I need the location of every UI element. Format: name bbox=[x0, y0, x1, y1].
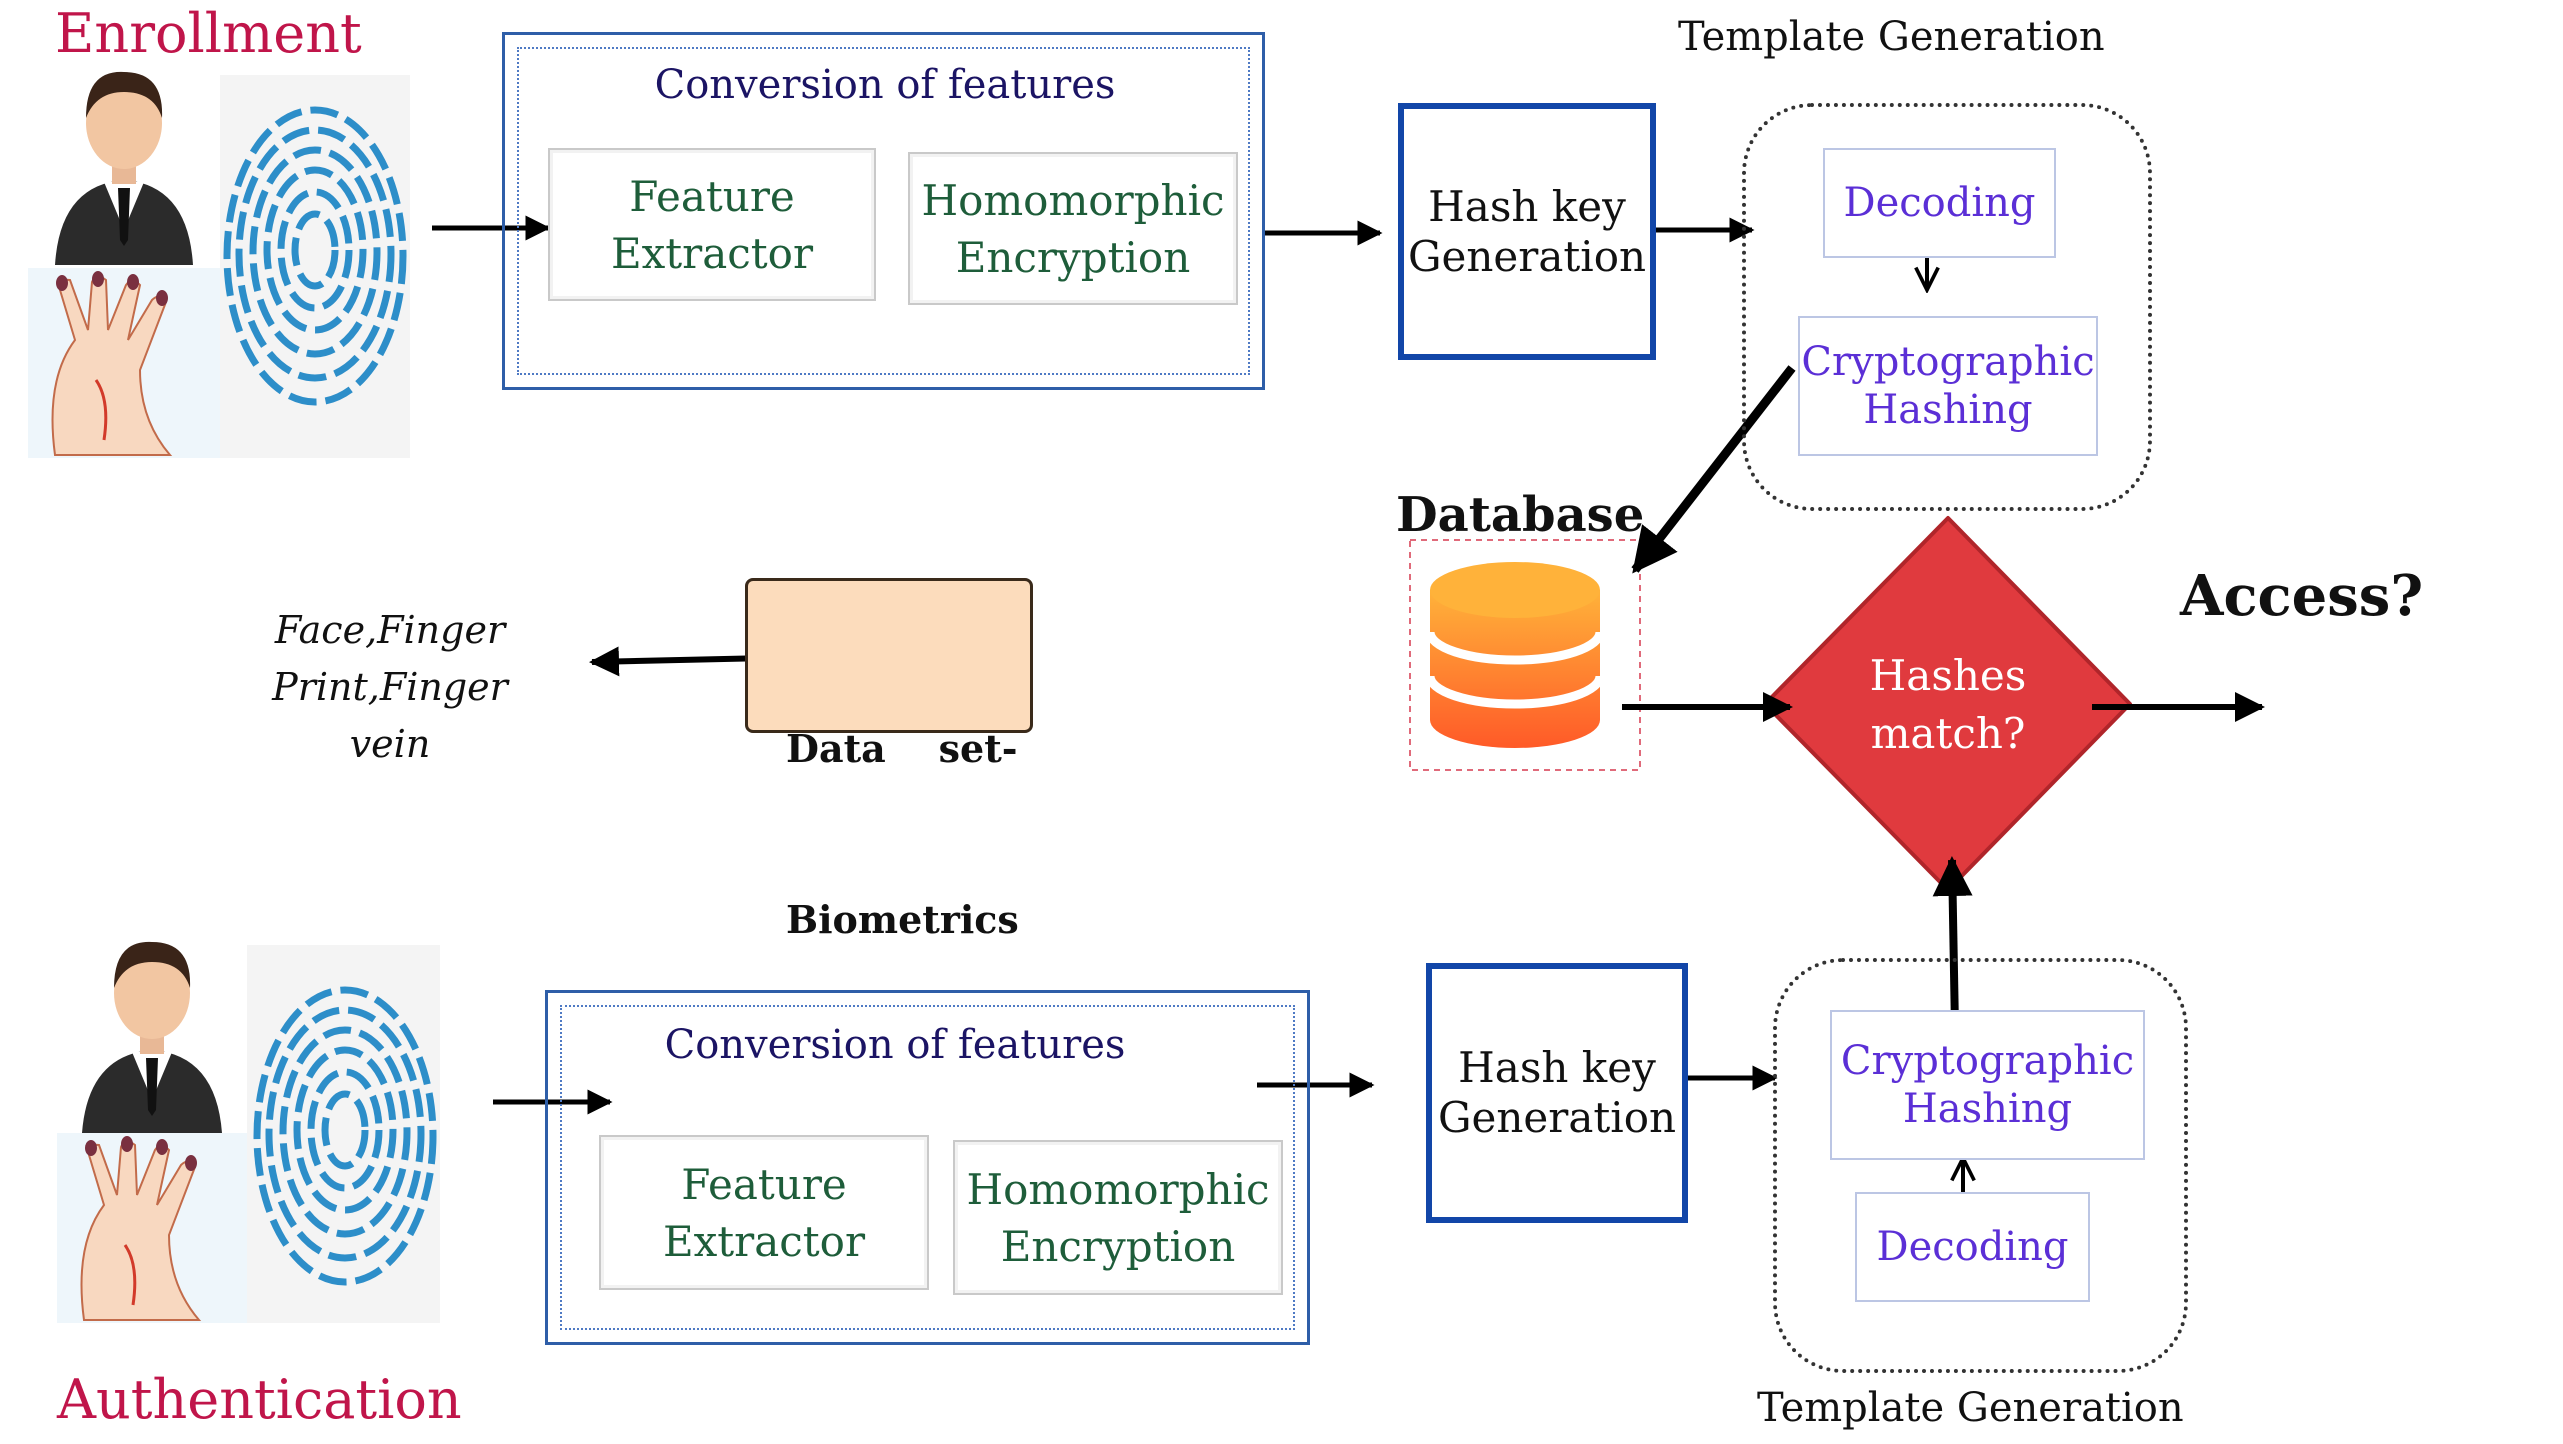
crypto-line1: Cryptographic bbox=[1840, 1038, 2135, 1084]
arrow-dataset-to-types bbox=[589, 646, 771, 677]
enrollment-conversion-title: Conversion of features bbox=[654, 62, 1116, 108]
hashes-line2: match? bbox=[1870, 709, 2026, 758]
hash-key-line2: Generation bbox=[1407, 231, 1647, 281]
hash-key-line2: Generation bbox=[1437, 1093, 1677, 1142]
enrollment-homomorphic-encryption: Homomorphic Encryption bbox=[908, 152, 1238, 305]
enrollment-title: Enrollment bbox=[55, 2, 362, 65]
database-icon bbox=[1409, 539, 1641, 771]
homomorphic-line2: Encryption bbox=[1000, 1221, 1236, 1271]
authentication-conversion-panel bbox=[545, 990, 1310, 1345]
dataset-biometrics-box: Data set- Biometrics bbox=[745, 578, 1033, 942]
feature-extractor-line2: Extractor bbox=[610, 228, 814, 278]
feature-extractor-line2: Extractor bbox=[662, 1216, 866, 1266]
database-label: Database bbox=[1396, 487, 1645, 543]
hashes-line1: Hashes bbox=[1869, 651, 2027, 700]
hand-icon bbox=[28, 268, 220, 458]
authentication-decoding: Decoding bbox=[1855, 1192, 2090, 1302]
biometric-types: Face,Finger Print,Finger vein bbox=[230, 602, 550, 773]
hashes-match-text: Hashes match? bbox=[1790, 615, 2106, 795]
homomorphic-line2: Encryption bbox=[955, 232, 1191, 282]
hash-key-line1: Hash key bbox=[1458, 1043, 1656, 1092]
homomorphic-line1: Homomorphic bbox=[921, 175, 1225, 225]
homomorphic-line1: Homomorphic bbox=[966, 1164, 1270, 1214]
crypto-line2: Hashing bbox=[1902, 1086, 2073, 1132]
feature-extractor-line1: Feature bbox=[629, 171, 795, 221]
authentication-homomorphic-encryption: Homomorphic Encryption bbox=[953, 1140, 1283, 1295]
authentication-cryptographic-hashing: Cryptographic Hashing bbox=[1830, 1010, 2145, 1160]
decoding-label: Decoding bbox=[1876, 1224, 2069, 1270]
types-line1: Face,Finger bbox=[274, 608, 506, 652]
enrollment-decoding: Decoding bbox=[1823, 148, 2056, 258]
enrollment-biometric-images bbox=[28, 71, 410, 458]
types-line2: Print,Finger vein bbox=[272, 665, 508, 766]
fingerprint-icon bbox=[247, 945, 440, 1323]
authentication-feature-extractor: Feature Extractor bbox=[599, 1135, 929, 1290]
authentication-conversion-title: Conversion of features bbox=[664, 1022, 1126, 1068]
enrollment-template-panel bbox=[1742, 103, 2152, 511]
enrollment-cryptographic-hashing: Cryptographic Hashing bbox=[1798, 316, 2098, 456]
dataset-line1: Data set- bbox=[786, 726, 1018, 771]
decoding-label: Decoding bbox=[1843, 180, 2036, 226]
authentication-title: Authentication bbox=[57, 1368, 462, 1431]
authentication-template-title: Template Generation bbox=[1757, 1385, 2184, 1431]
enrollment-template-title: Template Generation bbox=[1678, 14, 2105, 60]
person-icon bbox=[82, 941, 222, 1133]
feature-extractor-line1: Feature bbox=[681, 1159, 847, 1209]
dataset-line2: Biometrics bbox=[786, 897, 1019, 942]
authentication-template-panel bbox=[1773, 958, 2188, 1373]
crypto-line2: Hashing bbox=[1863, 387, 2033, 433]
person-icon bbox=[55, 71, 193, 265]
enrollment-feature-extractor: Feature Extractor bbox=[548, 148, 876, 301]
enrollment-hash-key-generation: Hash key Generation bbox=[1398, 103, 1656, 360]
hand-icon bbox=[57, 1133, 247, 1323]
authentication-biometric-images bbox=[57, 941, 440, 1323]
hash-key-line1: Hash key bbox=[1428, 181, 1626, 231]
fingerprint-icon bbox=[220, 75, 410, 458]
crypto-line1: Cryptographic bbox=[1801, 339, 2095, 385]
access-label: Access? bbox=[2180, 563, 2424, 629]
authentication-hash-key-generation: Hash key Generation bbox=[1426, 963, 1688, 1223]
arrow-auth-template-to-diamond bbox=[1932, 856, 1973, 1029]
enrollment-conversion-panel bbox=[502, 32, 1265, 390]
arrow-template-to-database bbox=[1631, 365, 1796, 574]
